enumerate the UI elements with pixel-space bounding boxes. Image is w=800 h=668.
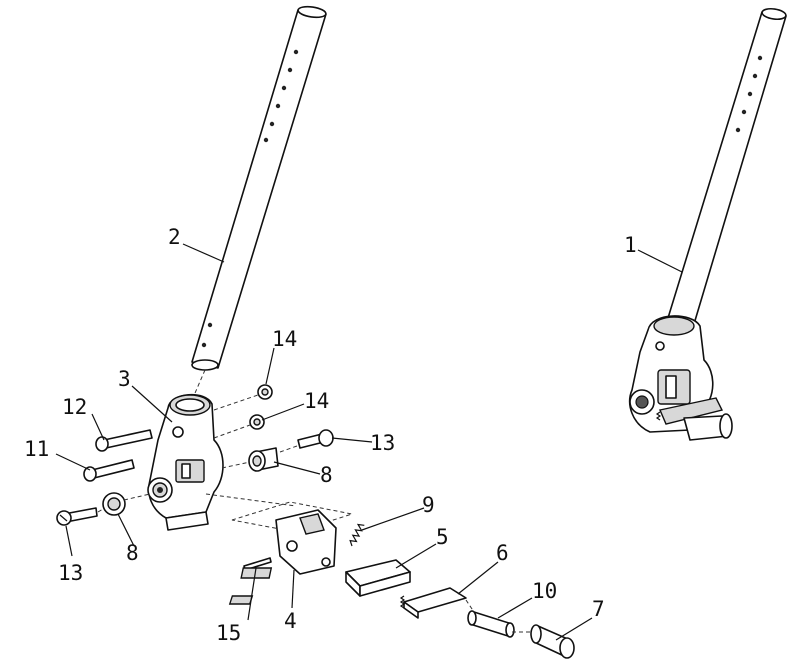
callout-4: 4 (284, 609, 297, 633)
leader-8-left (117, 513, 135, 547)
spring-part-9 (349, 523, 365, 547)
callout-1: 1 (624, 233, 637, 257)
callout-14-top: 14 (272, 327, 297, 351)
nut-part-14-top (257, 384, 273, 400)
callout-6: 6 (496, 541, 509, 565)
bushing-part-8-left (102, 492, 126, 516)
callout-8-right: 8 (320, 463, 333, 487)
callout-5: 5 (436, 525, 449, 549)
callout-14-bottom: 14 (304, 389, 329, 413)
callout-7: 7 (592, 597, 605, 621)
screw-part-13-right (297, 429, 334, 449)
bolt-part-12 (95, 429, 153, 452)
axis-line (465, 599, 475, 613)
axis-line (213, 424, 251, 439)
screw-part-13-left (56, 507, 98, 526)
cylinder-part-7 (530, 624, 575, 659)
callout-13-right: 13 (370, 431, 395, 455)
leader-14-top (265, 347, 275, 385)
callout-11: 11 (24, 437, 49, 461)
callout-15: 15 (216, 621, 241, 645)
leader-2 (182, 243, 225, 263)
bushing-part-8-right (248, 447, 279, 472)
leader-9 (361, 507, 425, 531)
leader-10 (497, 597, 533, 619)
leader-6 (457, 561, 499, 595)
leader-11 (55, 453, 91, 471)
leader-3 (131, 385, 173, 423)
leader-8-right (273, 461, 321, 475)
callout-9: 9 (422, 493, 435, 517)
nut-part-14-bottom (249, 414, 265, 430)
callout-2: 2 (168, 225, 181, 249)
sleeve-part-10 (467, 610, 515, 638)
leader-5 (395, 543, 437, 569)
tube-part-2 (191, 5, 327, 371)
housing-part-3 (147, 393, 224, 531)
leader-13-right (331, 437, 373, 443)
leader-7 (555, 617, 593, 641)
callout-12: 12 (62, 395, 87, 419)
callout-13-left: 13 (58, 561, 83, 585)
callout-8-left: 8 (126, 541, 139, 565)
axis-line (279, 445, 298, 453)
axis-line (213, 394, 259, 411)
leader-15 (247, 567, 257, 621)
leader-14-bottom (261, 403, 305, 421)
leader-1 (637, 249, 683, 273)
leader-4 (291, 569, 295, 609)
leader-13-left (65, 525, 73, 557)
toothed-plate-part-6 (228, 587, 467, 619)
assembled-unit-part-1 (628, 7, 787, 441)
bolt-part-11 (83, 459, 135, 482)
leader-12 (91, 413, 105, 441)
axis-line (123, 493, 151, 501)
axis-line (191, 369, 206, 401)
axis-line (221, 461, 251, 469)
callout-3: 3 (118, 367, 131, 391)
callout-10: 10 (532, 579, 557, 603)
latch-part-4 (275, 509, 337, 575)
block-part-5 (240, 559, 411, 597)
axis-line (205, 493, 297, 507)
assembly-guide (231, 501, 353, 533)
